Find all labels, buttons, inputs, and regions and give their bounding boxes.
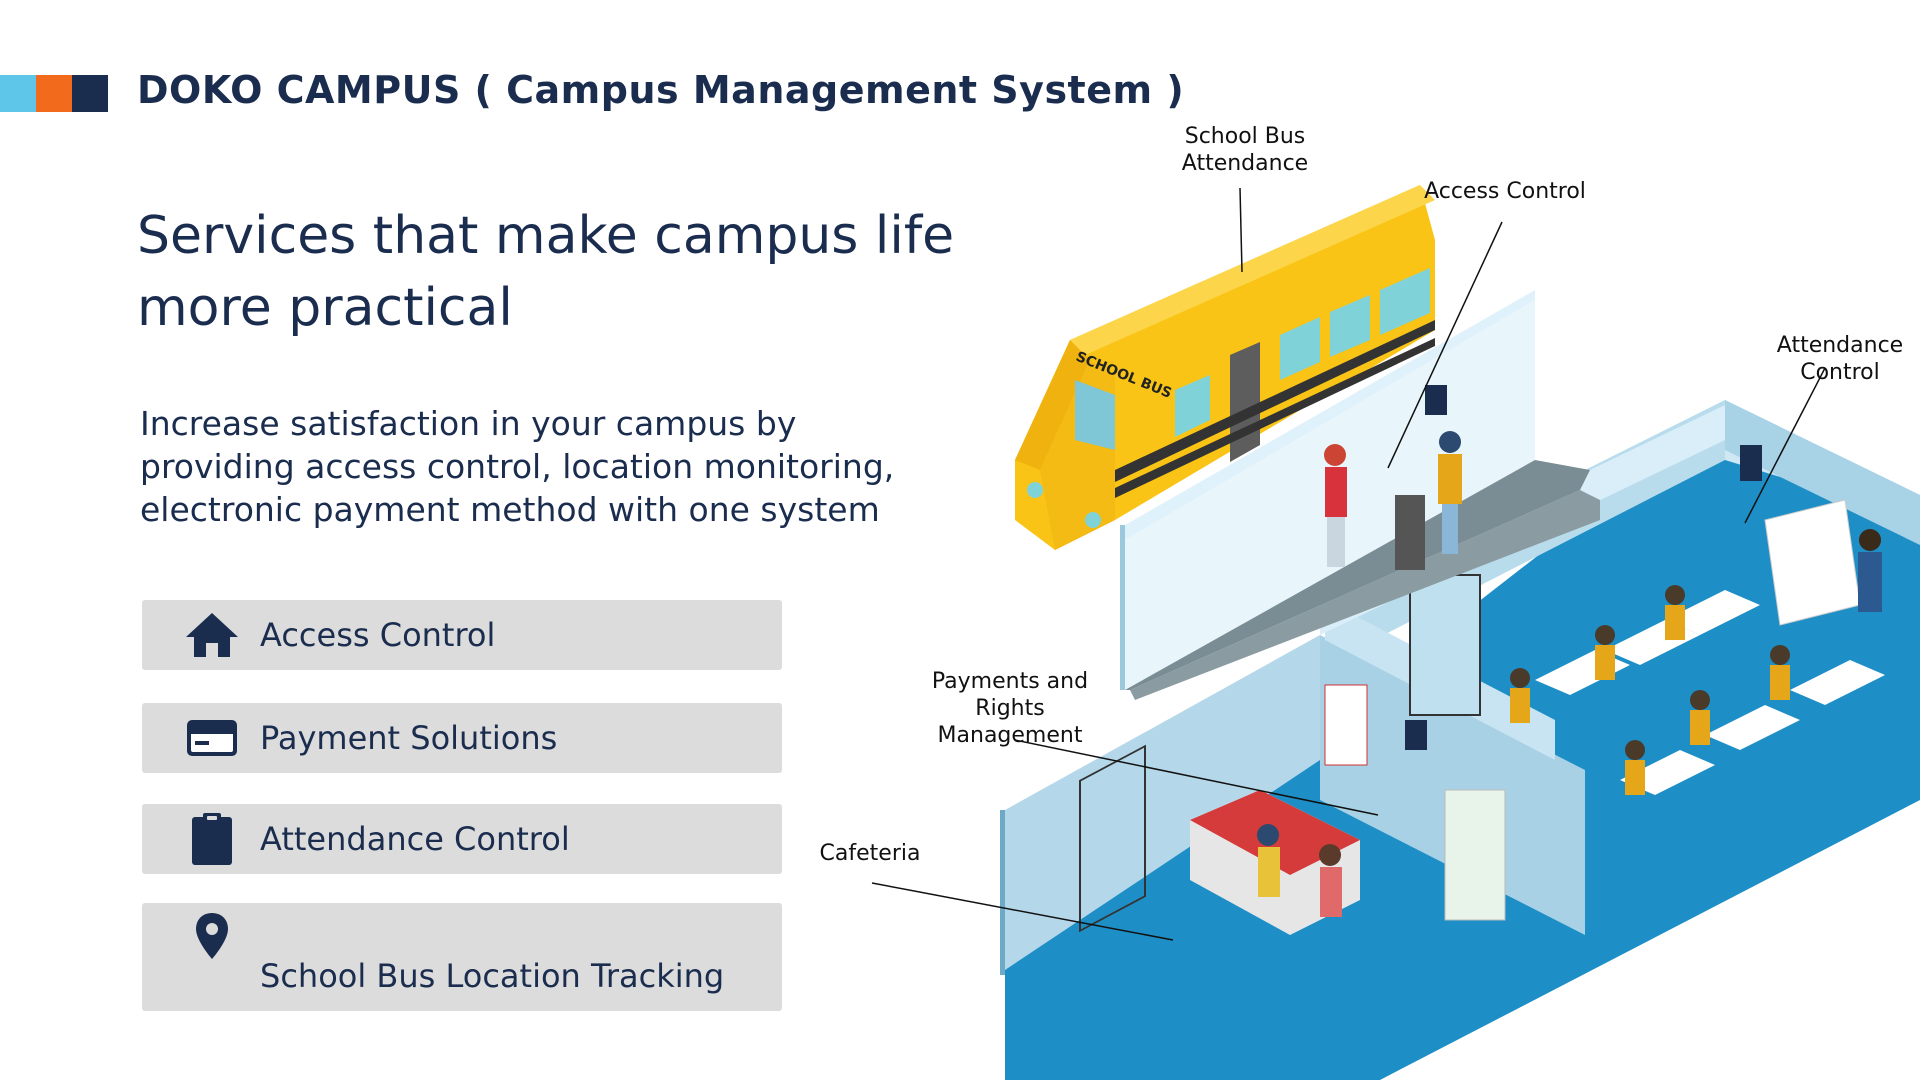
person [1439, 431, 1461, 453]
wall [1725, 400, 1920, 545]
person [1325, 467, 1347, 517]
description-line: providing access control, location monit… [140, 447, 895, 486]
bus-headlight [1085, 512, 1101, 528]
callout-line [1014, 739, 1379, 816]
service-label: Payment Solutions [260, 719, 558, 757]
school-bus [1070, 185, 1435, 355]
headline-line: Services that make campus life [137, 206, 955, 266]
callout-line [1239, 187, 1243, 273]
attendance-control-button[interactable]: Attendance Control [142, 804, 782, 874]
description-line: electronic payment method with one syste… [140, 490, 880, 529]
whiteboard [1764, 499, 1861, 626]
door [1079, 744, 1146, 933]
callout-text: Payments and [931, 669, 1089, 694]
wall [1320, 635, 1585, 935]
headline-line: more practical [137, 278, 513, 338]
service-label: School Bus Location Tracking [260, 957, 725, 995]
person [1438, 454, 1462, 504]
service-label: Access Control [260, 616, 496, 654]
callout-text: School Bus [1184, 124, 1306, 149]
school-bus [1015, 340, 1090, 470]
bus-windshield [1075, 380, 1115, 450]
person [1442, 504, 1458, 554]
accent-bar-orange [36, 75, 72, 112]
bus-window [1280, 317, 1320, 380]
person [1258, 847, 1280, 897]
callout-cafeteria: Cafeteria [800, 840, 940, 867]
bus-stripe [1115, 320, 1435, 482]
callout-line [1387, 221, 1503, 469]
callout-payments-rights: Payments and Rights Management [910, 668, 1110, 749]
bus-door [1230, 342, 1260, 462]
turnstile [1395, 495, 1425, 570]
home-icon [186, 613, 238, 657]
wall-edge [1000, 810, 1005, 975]
menu-board [1324, 684, 1368, 766]
bus-window [1380, 268, 1430, 335]
accent-bar-navy [72, 75, 108, 112]
person [1327, 517, 1345, 567]
classroom [1510, 585, 1885, 795]
person [1320, 867, 1342, 917]
page-title: DOKO CAMPUS ( Campus Management System ) [137, 68, 1185, 112]
person [1859, 529, 1881, 551]
card-reader [1740, 445, 1762, 481]
fridge [1444, 789, 1506, 921]
callout-access-control: Access Control [1415, 178, 1595, 205]
description: Increase satisfaction in your campus by … [140, 402, 1000, 531]
callout-line [871, 882, 1174, 941]
service-label: Attendance Control [260, 820, 570, 858]
corridor-floor [1125, 460, 1590, 690]
map-pin-icon [196, 913, 228, 959]
wall-edge [1120, 525, 1125, 690]
callout-school-bus-attendance: School Bus Attendance [1160, 123, 1330, 177]
bus-window [1175, 375, 1210, 437]
corridor-floor [1130, 490, 1600, 700]
description-line: Increase satisfaction in your campus by [140, 404, 797, 443]
card-reader [1405, 720, 1427, 750]
person [1319, 844, 1341, 866]
bus-window [1330, 295, 1370, 357]
bus-headlight [1027, 482, 1043, 498]
callout-text: Management [937, 723, 1083, 748]
person [1324, 444, 1346, 466]
callout-text: Cafeteria [819, 841, 921, 866]
accent-bar-blue [0, 75, 36, 112]
callout-text: Attendance [1776, 333, 1904, 358]
card-reader [1425, 385, 1447, 415]
callout-text: Rights [975, 696, 1045, 721]
school-bus-location-tracking-button[interactable]: School Bus Location Tracking [142, 903, 782, 1011]
person [1257, 824, 1279, 846]
access-control-button[interactable]: Access Control [142, 600, 782, 670]
clipboard-icon [192, 813, 232, 865]
callout-text: Access Control [1424, 179, 1586, 204]
bus-stripe [1115, 338, 1435, 498]
callout-text: Control [1800, 360, 1880, 385]
callout-text: Attendance [1181, 151, 1309, 176]
callout-line [1744, 367, 1826, 524]
payment-solutions-button[interactable]: Payment Solutions [142, 703, 782, 773]
school-bus [1015, 185, 1435, 550]
wall [1005, 635, 1320, 970]
person [1858, 552, 1882, 612]
card-icon [187, 720, 237, 756]
headline: Services that make campus life more prac… [137, 200, 997, 344]
callout-attendance-control: Attendance Control [1760, 332, 1920, 386]
door [1409, 574, 1481, 716]
wall-top [1125, 290, 1535, 540]
